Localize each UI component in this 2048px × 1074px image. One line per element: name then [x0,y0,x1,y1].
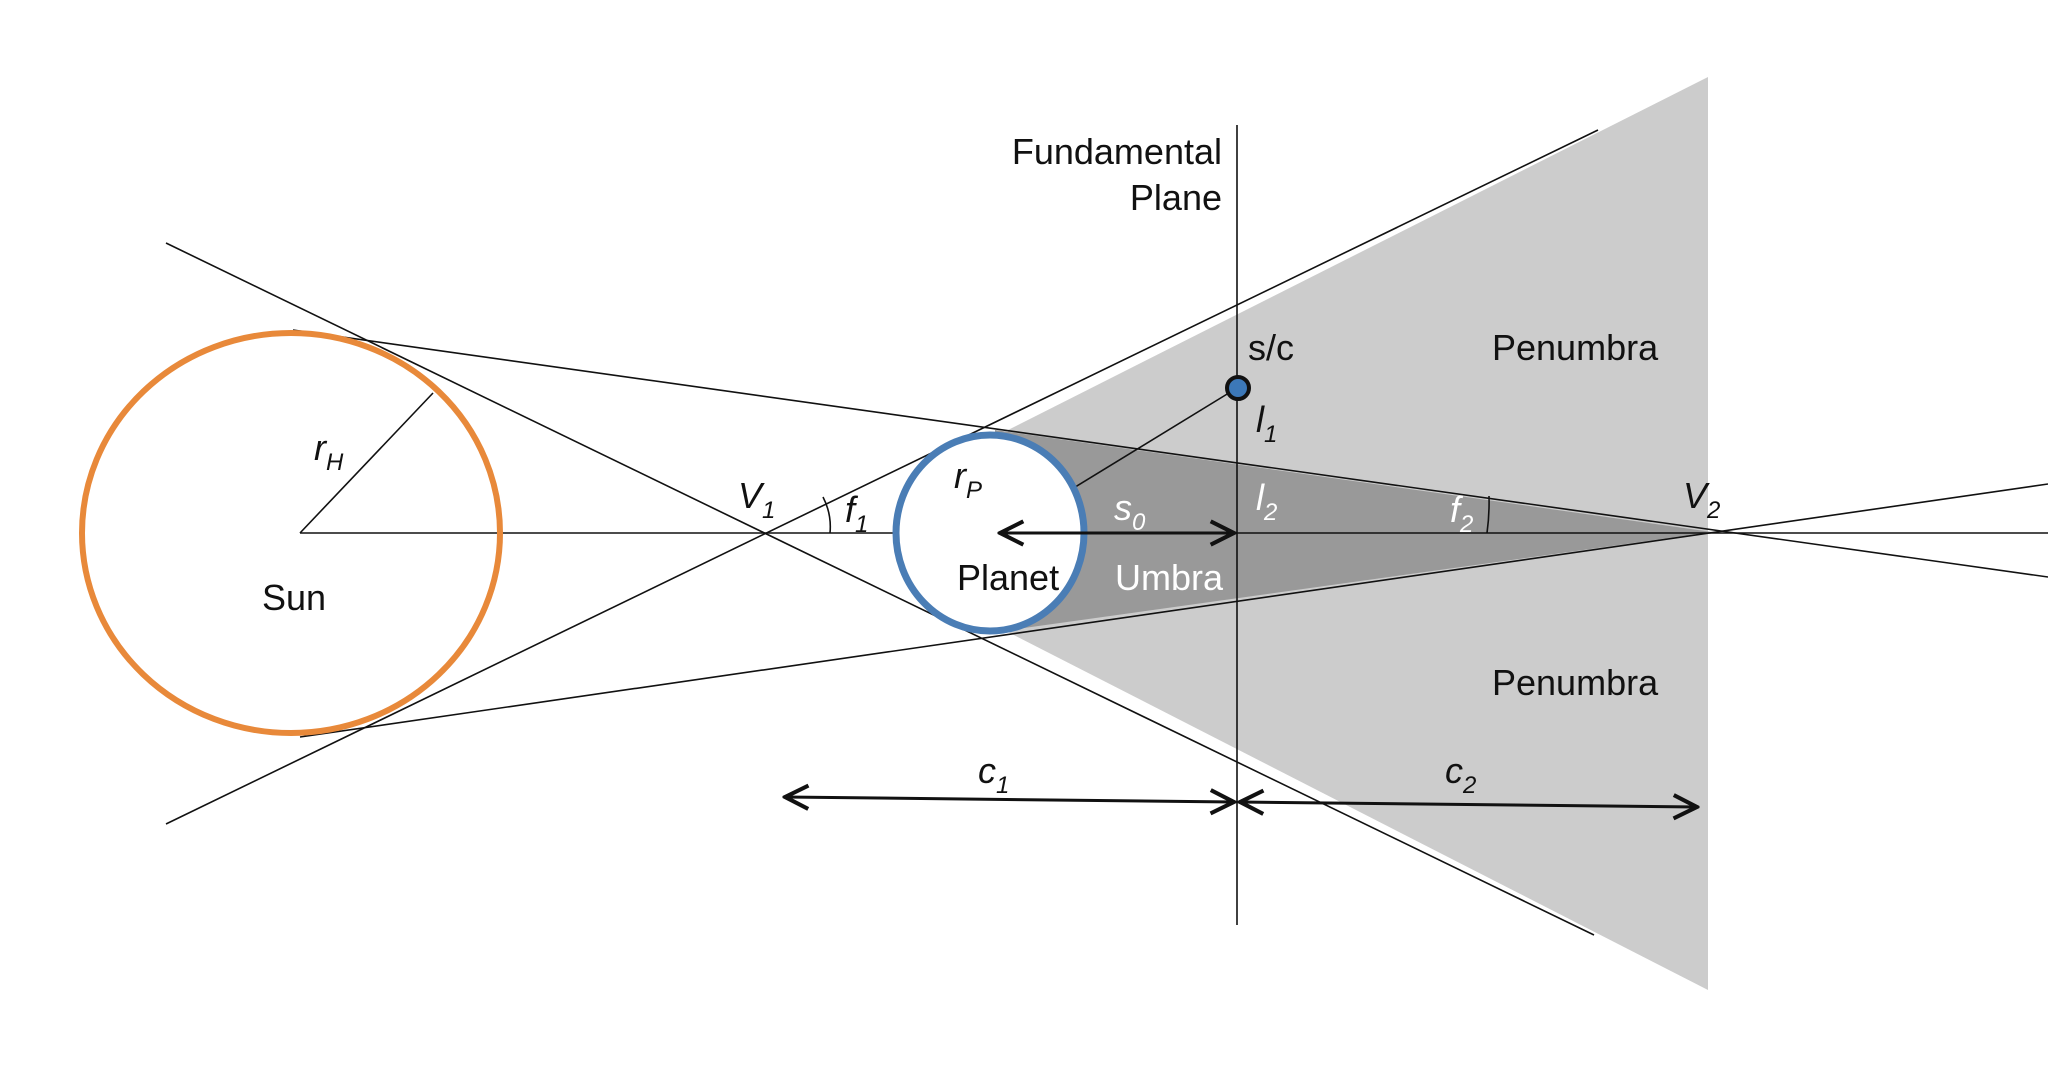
r-p-label: rP [954,455,982,504]
sun-label: Sun [262,577,326,618]
c2-label: c2 [1445,750,1476,799]
c2-arrow [1240,802,1697,807]
spacecraft-marker [1225,375,1251,401]
umbra-region [995,430,1712,632]
fundamental-plane-label-line2: Plane [1130,177,1222,218]
f1-angle-arc [822,496,832,534]
penumbra-label-top: Penumbra [1492,327,1659,368]
c1-label: c1 [978,750,1009,799]
umbra-label: Umbra [1115,557,1224,598]
outer-tangent-upper [292,329,2048,578]
spacecraft-label: s/c [1248,327,1294,368]
fundamental-plane-label-line1: Fundamental [1012,131,1222,172]
sun-circle [79,330,503,736]
penumbra-label-bottom: Penumbra [1492,662,1659,703]
r-h-label: rH [314,427,344,476]
l2-label: l2 [1256,477,1277,526]
v1-label: V1 [738,475,775,524]
inner-tangent-upper [165,129,1599,825]
l1-label: l1 [1256,399,1277,448]
s0-label: s0 [1114,487,1146,536]
sun-radius-line [299,392,434,534]
f1-label: f1 [845,489,868,538]
planet-label: Planet [957,557,1059,598]
f2-angle-arc [1486,495,1490,534]
c1-arrow [785,797,1234,802]
outer-tangent-lower [299,483,2048,738]
v2-label: V2 [1683,475,1720,524]
